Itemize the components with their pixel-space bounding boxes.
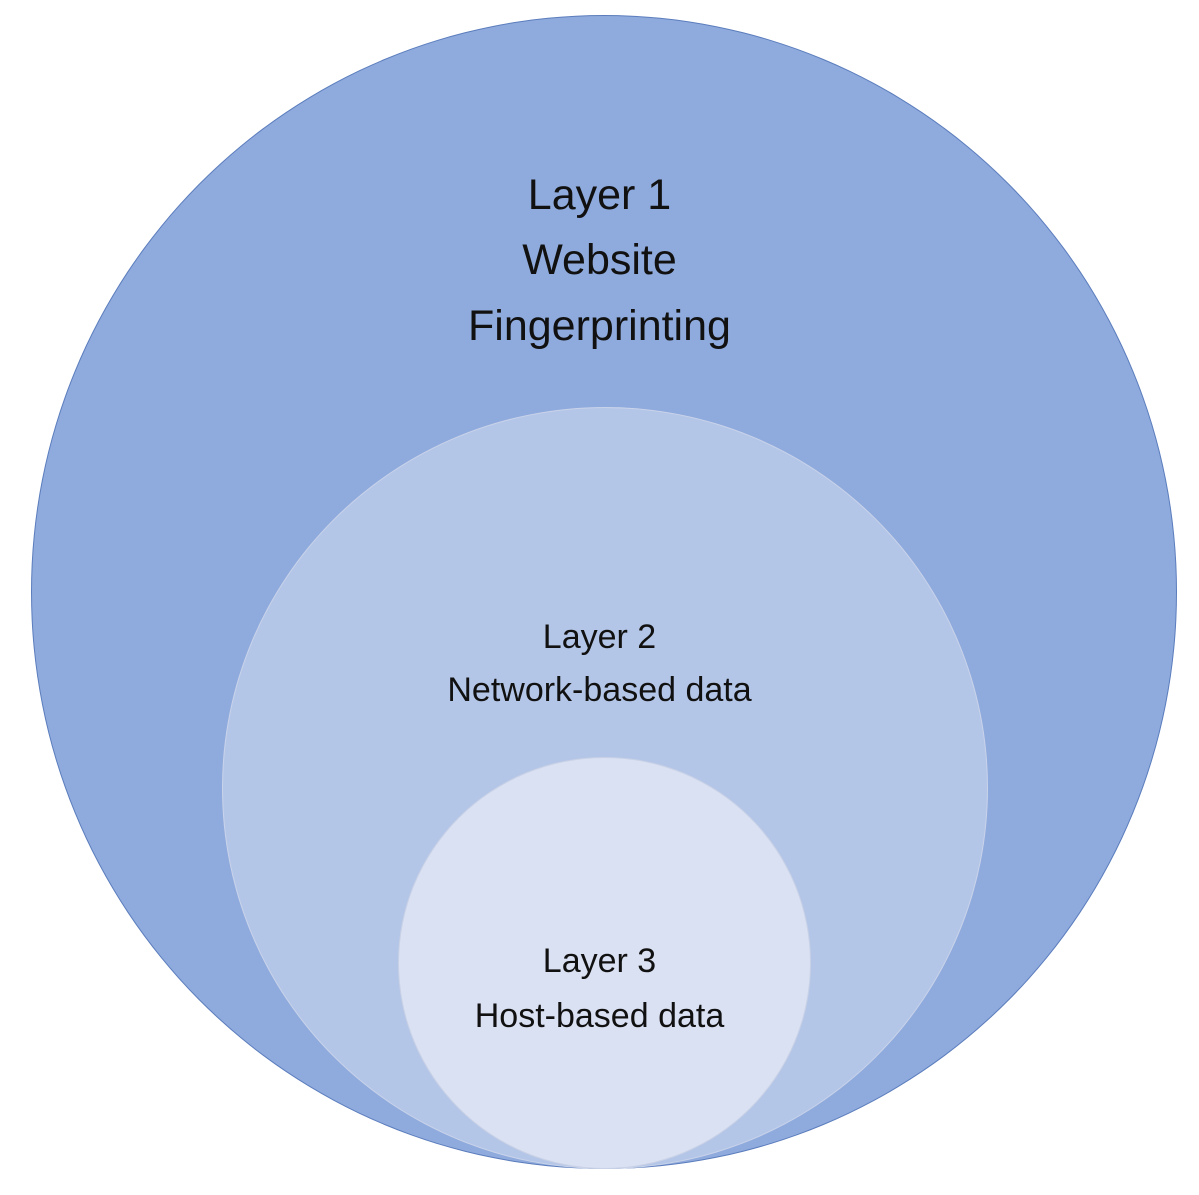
layer-3-circle xyxy=(398,757,811,1169)
layer-3-label: Host-based data xyxy=(474,997,725,1035)
layer-3-title: Layer 3 xyxy=(542,942,657,980)
layer-2-title: Layer 2 xyxy=(542,618,657,656)
layer-1-label-line-2: Fingerprinting xyxy=(468,302,731,350)
layer-2-label: Network-based data xyxy=(447,671,752,709)
layer-1-title: Layer 1 xyxy=(527,171,672,219)
layer-1-label-line-1: Website xyxy=(522,236,677,284)
